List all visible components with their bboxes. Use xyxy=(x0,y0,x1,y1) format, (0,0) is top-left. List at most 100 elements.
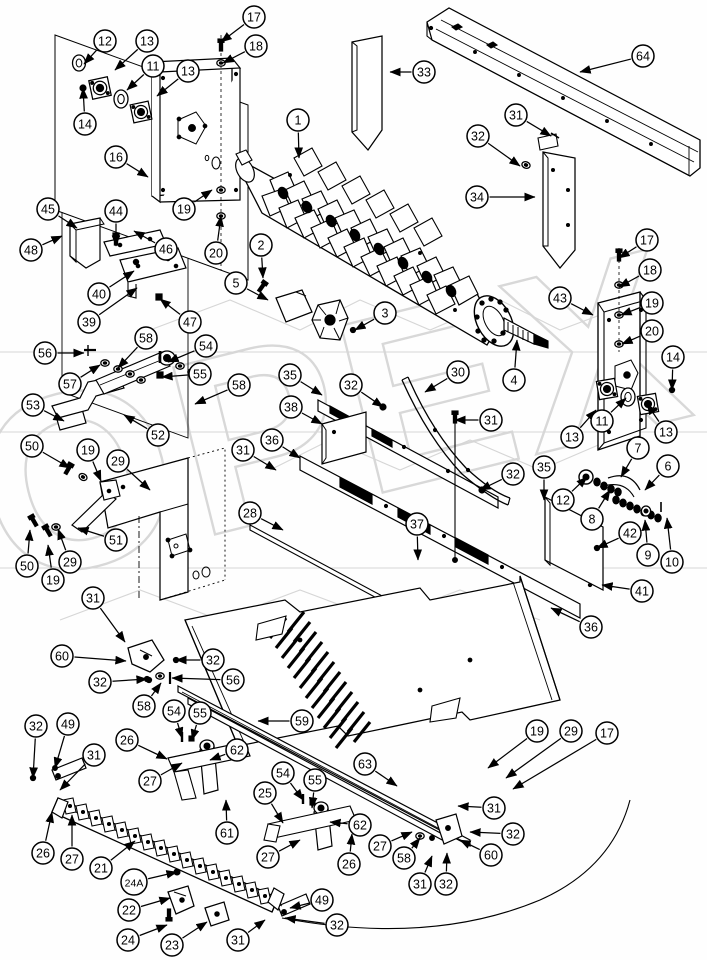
callout-55[interactable]: 55 xyxy=(303,768,327,809)
callout-35[interactable]: 35 xyxy=(532,455,556,501)
callout-bubble[interactable] xyxy=(227,373,251,397)
callout-bubble[interactable] xyxy=(60,847,84,871)
callout-32[interactable]: 32 xyxy=(479,462,525,491)
callout-bubble[interactable] xyxy=(162,699,186,723)
callout-46[interactable]: 46 xyxy=(133,230,178,261)
callout-11[interactable]: 11 xyxy=(126,54,165,91)
callout-24[interactable]: 24 xyxy=(116,924,168,952)
callout-bubble[interactable] xyxy=(194,334,218,358)
callout-10[interactable]: 10 xyxy=(660,517,684,574)
callout-bubble[interactable] xyxy=(559,719,583,743)
callout-bubble[interactable] xyxy=(221,668,245,692)
callout-bubble[interactable] xyxy=(50,644,74,668)
callout-bubble[interactable] xyxy=(116,928,140,952)
callout-bubble[interactable] xyxy=(88,670,112,694)
callout-bubble[interactable] xyxy=(238,501,262,525)
callout-bubble[interactable] xyxy=(660,550,684,574)
callout-17[interactable]: 17 xyxy=(618,228,659,259)
callout-bubble[interactable] xyxy=(188,362,212,386)
callout-31[interactable]: 31 xyxy=(231,438,277,471)
callout-8[interactable]: 8 xyxy=(580,489,611,531)
callout-2[interactable]: 2 xyxy=(249,233,273,279)
callout-bubble[interactable] xyxy=(146,423,170,447)
callout-62[interactable]: 62 xyxy=(209,738,249,762)
callout-60[interactable]: 60 xyxy=(459,839,503,867)
callout-bubble[interactable] xyxy=(640,319,664,343)
callout-1[interactable]: 1 xyxy=(286,108,310,159)
callout-48[interactable]: 48 xyxy=(19,235,63,262)
callout-bubble[interactable] xyxy=(132,694,156,718)
callout-bubble[interactable] xyxy=(141,54,165,78)
callout-bubble[interactable] xyxy=(405,512,429,536)
callout-31[interactable]: 31 xyxy=(454,408,503,432)
callout-bubble[interactable] xyxy=(446,360,470,384)
callout-bubble[interactable] xyxy=(201,648,225,672)
callout-bubble[interactable] xyxy=(31,841,55,865)
callout-bubble[interactable] xyxy=(104,145,128,169)
callout-bubble[interactable] xyxy=(135,29,159,53)
callout-6[interactable]: 6 xyxy=(644,454,680,491)
callout-bubble[interactable] xyxy=(104,528,128,552)
callout-41[interactable]: 41 xyxy=(601,579,654,603)
callout-40[interactable]: 40 xyxy=(87,270,135,306)
callout-bubble[interactable] xyxy=(138,769,162,793)
callout-20[interactable]: 20 xyxy=(621,319,664,345)
callout-bubble[interactable] xyxy=(115,728,139,752)
callout-31[interactable]: 31 xyxy=(226,919,266,952)
callout-11[interactable]: 11 xyxy=(590,397,627,433)
callout-38[interactable]: 38 xyxy=(279,395,323,425)
callout-14[interactable]: 14 xyxy=(661,345,685,391)
callout-bubble[interactable] xyxy=(41,568,65,592)
callout-31[interactable]: 31 xyxy=(59,743,106,791)
callout-58[interactable]: 58 xyxy=(194,373,251,405)
callout-bubble[interactable] xyxy=(479,408,503,432)
callout-bubble[interactable] xyxy=(36,197,60,221)
callout-52[interactable]: 52 xyxy=(123,414,170,447)
callout-bubble[interactable] xyxy=(310,888,334,912)
callout-bubble[interactable] xyxy=(81,586,105,610)
callout-bubble[interactable] xyxy=(640,291,664,315)
callout-bubble[interactable] xyxy=(24,714,48,738)
callout-bubble[interactable] xyxy=(532,455,556,479)
callout-49[interactable]: 49 xyxy=(53,712,80,769)
callout-17[interactable]: 17 xyxy=(512,721,619,790)
callout-bubble[interactable] xyxy=(56,712,80,736)
callout-bubble[interactable] xyxy=(20,434,44,458)
callout-13[interactable]: 13 xyxy=(156,59,200,97)
callout-32[interactable]: 32 xyxy=(339,373,384,408)
callout-18[interactable]: 18 xyxy=(222,34,268,64)
callout-bubble[interactable] xyxy=(178,310,202,334)
callout-bubble[interactable] xyxy=(590,409,614,433)
callout-50[interactable]: 50 xyxy=(15,529,39,578)
callout-bubble[interactable] xyxy=(89,856,113,880)
callout-bubble[interactable] xyxy=(160,933,184,957)
callout-bubble[interactable] xyxy=(373,301,397,325)
callout-58[interactable]: 58 xyxy=(117,326,158,369)
callout-bubble[interactable] xyxy=(134,326,158,350)
callout-bubble[interactable] xyxy=(104,199,128,223)
callout-bubble[interactable] xyxy=(560,425,584,449)
callout-bubble[interactable] xyxy=(551,488,575,512)
callout-29[interactable]: 29 xyxy=(57,528,82,574)
callout-34[interactable]: 34 xyxy=(465,185,536,209)
callout-60[interactable]: 60 xyxy=(50,644,127,668)
callout-37[interactable]: 37 xyxy=(405,512,429,561)
callout-31[interactable]: 31 xyxy=(504,103,552,137)
callout-12[interactable]: 12 xyxy=(83,29,117,65)
callout-26[interactable]: 26 xyxy=(115,728,168,760)
callout-32[interactable]: 32 xyxy=(466,124,521,167)
callout-47[interactable]: 47 xyxy=(159,298,202,334)
callout-bubble[interactable] xyxy=(466,124,490,148)
callout-bubble[interactable] xyxy=(501,822,525,846)
callout-35[interactable]: 35 xyxy=(278,363,323,396)
callout-bubble[interactable] xyxy=(502,368,526,392)
callout-bubble[interactable] xyxy=(504,103,528,127)
callout-27[interactable]: 27 xyxy=(368,831,413,858)
callout-17[interactable]: 17 xyxy=(220,5,266,43)
callout-64[interactable]: 64 xyxy=(579,44,655,74)
callout-bubble[interactable] xyxy=(93,29,117,53)
callout-27[interactable]: 27 xyxy=(138,762,183,793)
callout-bubble[interactable] xyxy=(82,743,106,767)
callout-45[interactable]: 45 xyxy=(36,197,78,229)
callout-bubble[interactable] xyxy=(548,286,572,310)
